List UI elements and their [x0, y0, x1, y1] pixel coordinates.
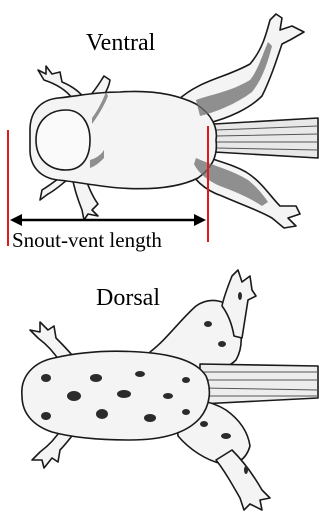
dorsal-title: Dorsal [96, 285, 160, 312]
dorsal-body [22, 351, 210, 440]
dorsal-tail [200, 364, 318, 404]
